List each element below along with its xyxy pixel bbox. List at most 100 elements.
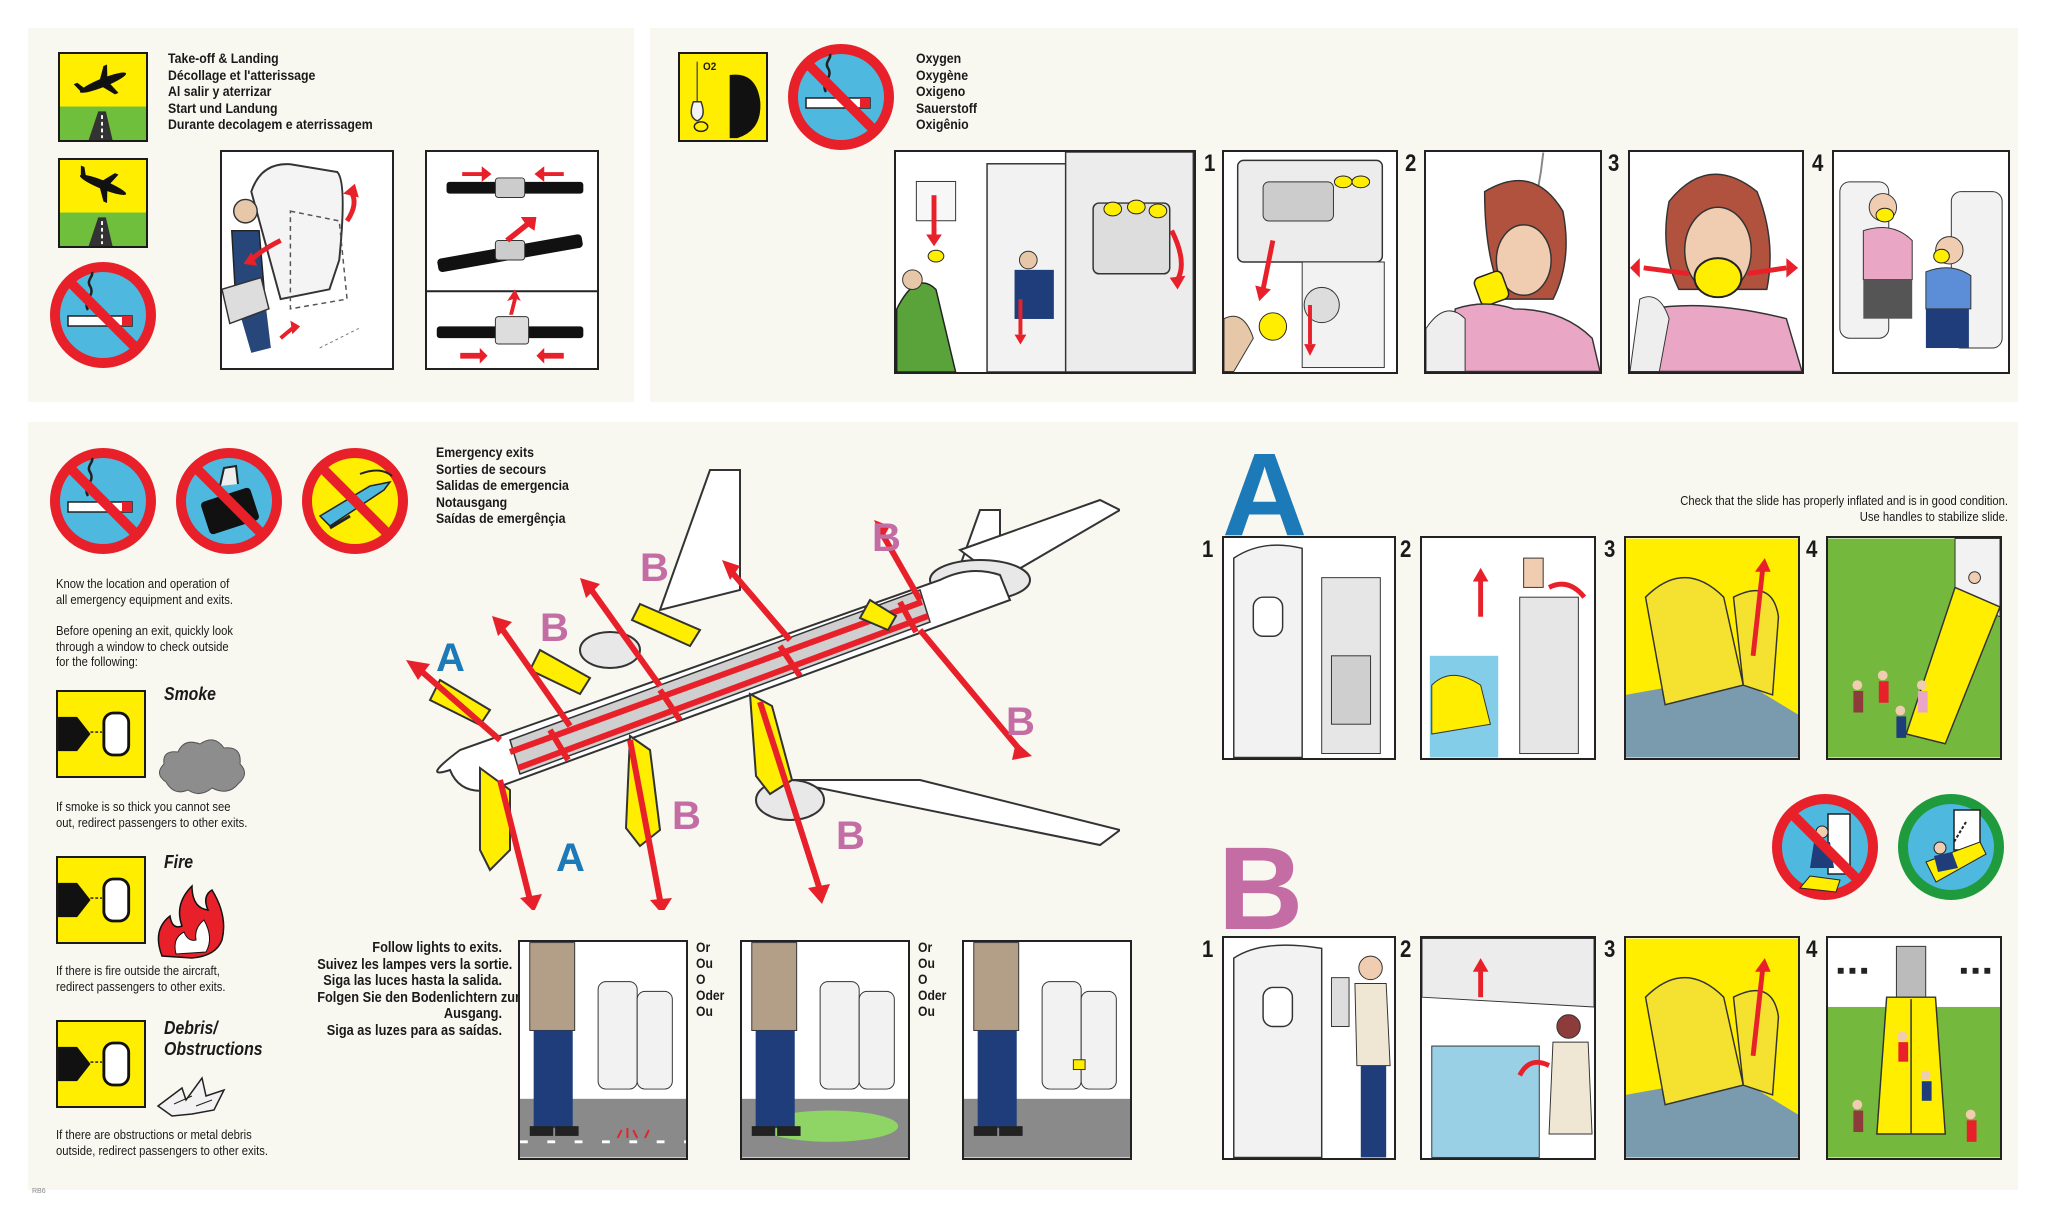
tighten-mask-icon <box>1630 152 1802 372</box>
evacuate-slide-b-icon <box>1828 938 2000 1158</box>
door-b-letter: B <box>1218 823 1304 955</box>
door-b-step-3-number: 3 <box>1604 936 1616 963</box>
no-jump-sign <box>1770 792 1880 902</box>
aisle-floor-lights-icon <box>520 942 686 1158</box>
oxygen-step-2-frame <box>1424 150 1602 374</box>
floor-lights-frame-1 <box>518 940 688 1160</box>
aircraft-exits-diagram <box>406 469 1120 910</box>
debris-window-sign <box>56 1020 146 1108</box>
exit-label-a-front: A <box>436 636 465 680</box>
door-b-lift-icon <box>1422 938 1594 1158</box>
o2-badge: O2 <box>703 61 717 73</box>
takeoff-sign <box>58 52 148 142</box>
oxygen-step-1-number: 1 <box>1204 150 1216 177</box>
evacuate-slide-icon <box>1828 538 2000 758</box>
floor-lights-frame-2 <box>740 940 910 1160</box>
debris-metal-icon <box>156 1076 226 1117</box>
no-luggage-sign <box>174 446 284 556</box>
door-a-step-3-number: 3 <box>1604 536 1616 563</box>
door-b-step-1-frame <box>1222 936 1396 1160</box>
debris-heading: Debris/Obstructions <box>164 1018 263 1059</box>
no-smoking-sign <box>48 260 158 370</box>
seat-upright-icon <box>222 152 392 368</box>
smoke-window-sign <box>56 690 146 778</box>
smoke-heading: Smoke <box>164 684 216 704</box>
no-baggage-icon <box>176 448 282 554</box>
pull-mask-panel-icon <box>1224 152 1396 372</box>
exit-label-b-1: B <box>540 606 569 650</box>
no-jumping-icon <box>1772 794 1878 900</box>
assist-child-icon <box>1834 152 2008 372</box>
seat-upright-illustration <box>220 150 394 370</box>
door-a-step-1-frame <box>1222 536 1396 760</box>
fire-window-sign <box>56 856 146 944</box>
place-mask-icon <box>1426 152 1600 372</box>
oxygen-step-4-number: 4 <box>1812 150 1824 177</box>
oxygen-step-4-frame <box>1832 150 2010 374</box>
landing-sign <box>58 158 148 248</box>
exit-label-b-3: B <box>872 516 901 560</box>
mask-drop-icon <box>896 152 1194 372</box>
follow-lights-text: Follow lights to exits.Suivez les lampes… <box>317 940 527 1039</box>
exit-label-b-4: B <box>1006 700 1035 744</box>
door-closed-icon <box>1224 538 1394 758</box>
oxygen-no-smoking-sign <box>786 42 896 152</box>
exit-label-b-5: B <box>672 794 701 838</box>
door-a-step-1-number: 1 <box>1202 536 1214 563</box>
floor-lights-frame-3 <box>962 940 1132 1160</box>
exit-label-a-bottom: A <box>556 836 585 880</box>
oxygen-step-1-frame <box>1222 150 1398 374</box>
oxygen-step-3-frame <box>1628 150 1804 374</box>
aisle-seat-lights-icon <box>964 942 1130 1158</box>
oxygen-mask-drop-illustration <box>894 150 1196 374</box>
door-b-step-2-number: 2 <box>1400 936 1412 963</box>
door-a-step-2-number: 2 <box>1400 536 1412 563</box>
no-smoking-icon <box>50 262 156 368</box>
door-a-step-2-frame <box>1420 536 1596 760</box>
door-b-step-4-number: 4 <box>1806 936 1818 963</box>
aisle-green-lights-icon <box>742 942 908 1158</box>
door-a-letter: A <box>1222 429 1308 561</box>
oxygen-step-2-number: 2 <box>1405 150 1417 177</box>
door-a-step-4-number: 4 <box>1806 536 1818 563</box>
exit-label-b-6: B <box>836 814 865 858</box>
no-smoking-icon <box>788 44 894 150</box>
no-smoking-icon <box>50 448 156 554</box>
sit-and-slide-sign <box>1896 792 2006 902</box>
door-a-step-4-frame <box>1826 536 2002 760</box>
slide-check-text: Check that the slide has properly inflat… <box>1680 494 2008 524</box>
seatbelt-icon <box>427 152 597 368</box>
door-a-step-3-frame <box>1624 536 1800 760</box>
slide-b-inflate-icon <box>1626 938 1798 1158</box>
no-sharp-objects-icon <box>302 448 408 554</box>
door-open-handle-icon <box>1422 538 1594 758</box>
fire-flame-icon <box>157 884 225 959</box>
fire-heading: Fire <box>164 852 194 872</box>
look-through-window-icon <box>58 711 131 757</box>
exits-no-smoking-sign <box>48 446 158 556</box>
no-high-heels-sign <box>300 446 410 556</box>
takeoff-plane-icon <box>60 64 146 140</box>
card-code: RB6 <box>32 1188 46 1195</box>
oxygen-sign <box>678 52 768 142</box>
look-through-window-icon <box>58 877 131 923</box>
look-through-window-icon <box>58 1041 131 1087</box>
seatbelt-illustration <box>425 150 599 370</box>
smoke-cloud-icon <box>159 739 245 794</box>
slide-sitting-icon <box>1898 794 2004 900</box>
oxygen-step-3-number: 3 <box>1608 150 1620 177</box>
slide-inflate-icon <box>1626 538 1798 758</box>
oxygen-mask-icon <box>690 61 761 139</box>
landing-plane-icon <box>60 165 146 246</box>
fire-text: If there is fire outside the aircraft,re… <box>56 964 226 994</box>
exit-label-b-2: B <box>640 546 669 590</box>
door-b-step-2-frame <box>1420 936 1596 1160</box>
